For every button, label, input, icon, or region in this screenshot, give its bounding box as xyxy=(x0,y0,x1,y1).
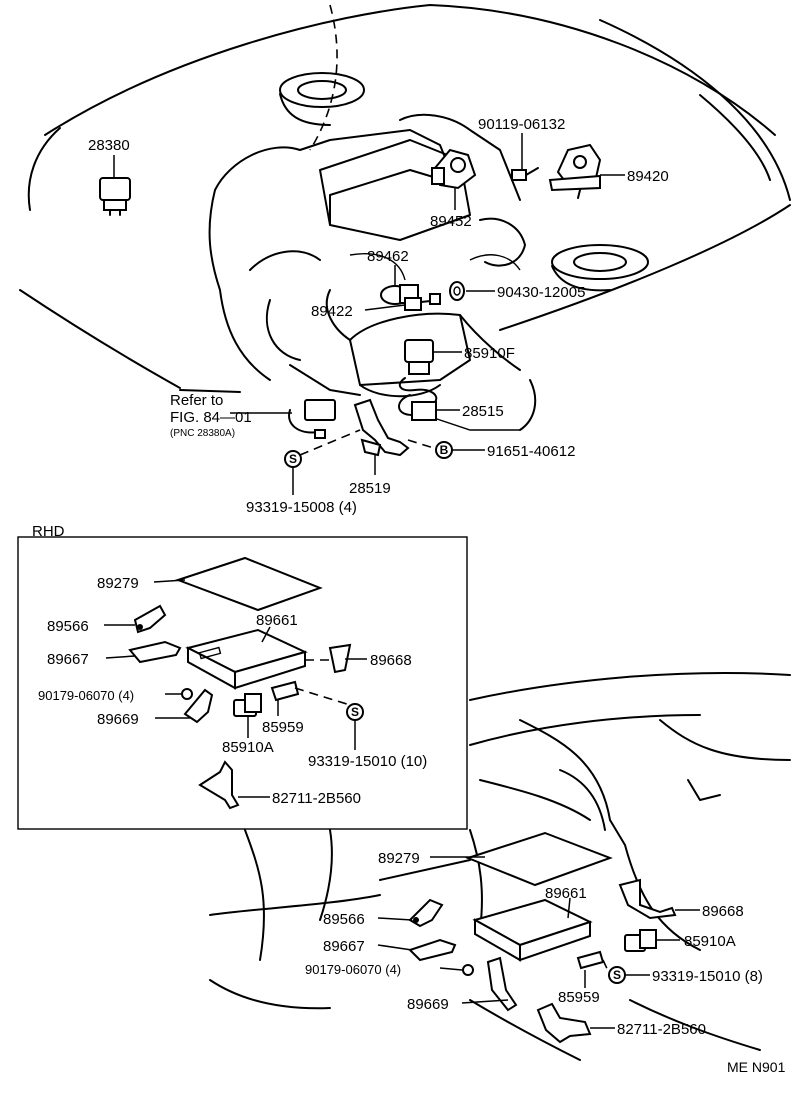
marker-s-top-text: S xyxy=(289,452,297,466)
rhd-part-85910a-vsv xyxy=(233,693,262,717)
refer-line2: FIG. 84—01 xyxy=(170,409,252,426)
lhd-label-89279: 89279 xyxy=(378,850,420,867)
part-89462-89422-sensors xyxy=(380,284,441,311)
lhd-part-89668-bracket xyxy=(618,878,677,920)
rhd-label-82711-2b560: 82711-2B560 xyxy=(272,790,361,807)
part-89452-sensor xyxy=(431,148,477,190)
label-89420: 89420 xyxy=(627,168,669,185)
lhd-part-85959-clip xyxy=(576,950,605,970)
lhd-label-93319-15010: 93319-15010 (8) xyxy=(652,968,763,985)
rhd-section-box xyxy=(17,536,468,830)
label-89462: 89462 xyxy=(367,248,409,265)
rhd-part-89669-bracket xyxy=(183,688,214,724)
lhd-part-89661-ecu xyxy=(472,898,593,962)
marker-s-rhd: S xyxy=(346,703,364,721)
lhd-label-89566: 89566 xyxy=(323,911,365,928)
rhd-label-89668: 89668 xyxy=(370,652,412,669)
lhd-label-85959: 85959 xyxy=(558,989,600,1006)
label-89452: 89452 xyxy=(430,213,472,230)
rhd-label-90179-06070: 90179-06070 (4) xyxy=(38,688,134,703)
labels-rhd: RHD 89279 89566 89661 89667 89668 90179-… xyxy=(32,523,427,807)
rhd-label-85959: 85959 xyxy=(262,719,304,736)
part-28380-relay xyxy=(99,177,131,216)
lhd-label-90179-06070: 90179-06070 (4) xyxy=(305,962,401,977)
rhd-label-85910a: 85910A xyxy=(222,739,274,756)
label-93319-15008: 93319-15008 (4) xyxy=(246,499,357,516)
refer-line1: Refer to xyxy=(170,392,223,409)
rhd-part-89279-cover xyxy=(174,556,323,612)
lhd-label-82711-2b560: 82711-2B560 xyxy=(617,1021,706,1038)
rhd-part-89668-bracket xyxy=(328,643,352,674)
lhd-part-90179-nut xyxy=(462,964,474,976)
rhd-part-89661-ecu xyxy=(185,628,308,690)
marker-s-lhd: S xyxy=(608,966,626,984)
marker-b-top: B xyxy=(435,441,453,459)
leader-lines xyxy=(104,133,700,1029)
lhd-label-85910a: 85910A xyxy=(684,933,736,950)
lhd-label-89667: 89667 xyxy=(323,938,365,955)
part-89420-sensor xyxy=(548,143,602,199)
label-91651-40612: 91651-40612 xyxy=(487,443,575,460)
rhd-part-82711-bracket xyxy=(198,760,240,810)
lhd-part-85910a-vsv xyxy=(624,929,657,952)
lhd-part-89669-bracket xyxy=(486,956,518,1012)
rhd-part-89667-bracket xyxy=(128,640,182,664)
rhd-label-89669: 89669 xyxy=(97,711,139,728)
rhd-part-90179-nut xyxy=(181,688,193,700)
part-28519-bracket xyxy=(353,398,410,457)
rhd-label-89566: 89566 xyxy=(47,618,89,635)
dashboard-outline xyxy=(209,672,791,1061)
marker-b-top-text: B xyxy=(440,443,449,457)
marker-s-rhd-text: S xyxy=(351,705,359,719)
part-90430-12005-gasket xyxy=(449,281,465,301)
label-89422: 89422 xyxy=(311,303,353,320)
rhd-part-89566-bracket xyxy=(133,604,167,634)
refer-line3: (PNC 28380A) xyxy=(170,428,235,439)
part-refer-relay xyxy=(288,399,336,439)
part-28515-relay xyxy=(398,394,437,421)
engine-bay-outline xyxy=(19,4,791,431)
rhd-part-85959-clip xyxy=(270,680,300,702)
lhd-part-89279-cover xyxy=(465,831,613,887)
part-85910f-vsv xyxy=(398,339,438,403)
rhd-label-93319-15010: 93319-15010 (10) xyxy=(308,753,427,770)
label-90430-12005: 90430-12005 xyxy=(497,284,585,301)
lhd-part-82711-bracket xyxy=(536,1002,592,1044)
rhd-label-89279: 89279 xyxy=(97,575,139,592)
label-90119-06132: 90119-06132 xyxy=(478,116,565,133)
marker-s-lhd-text: S xyxy=(613,968,621,982)
labels-lhd: 89279 89661 89668 89566 89667 85910A 901… xyxy=(305,850,786,1075)
label-28380: 28380 xyxy=(88,137,130,154)
rhd-label-89661: 89661 xyxy=(256,612,298,629)
lhd-part-89667-bracket xyxy=(408,938,457,962)
lhd-label-89668: 89668 xyxy=(702,903,744,920)
rhd-label-89667: 89667 xyxy=(47,651,89,668)
label-28519: 28519 xyxy=(349,480,391,497)
lhd-label-89661: 89661 xyxy=(545,885,587,902)
labels-top: 28380 90119-06132 89420 89452 89462 8942… xyxy=(88,116,669,516)
lhd-part-89566-bracket xyxy=(408,898,444,928)
label-85910f: 85910F xyxy=(464,345,515,362)
section-label-rhd: RHD xyxy=(32,523,65,540)
part-90119-06132-bolt xyxy=(511,167,539,181)
diagram-code: ME N901 xyxy=(727,1059,786,1075)
lhd-label-89669: 89669 xyxy=(407,996,449,1013)
label-28515: 28515 xyxy=(462,403,504,420)
marker-s-top: S xyxy=(284,450,302,468)
